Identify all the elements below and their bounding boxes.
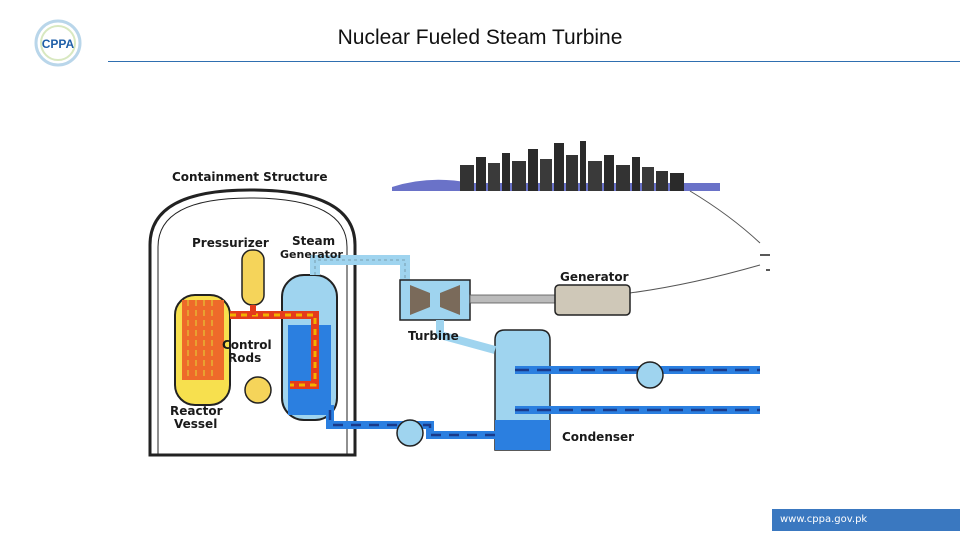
cooling-pump	[636, 361, 664, 389]
label-steam-generator: Generator	[280, 248, 343, 261]
turbine	[399, 279, 471, 321]
label-pressurizer: Pressurizer	[192, 236, 269, 250]
cppa-logo: CPPA	[34, 19, 82, 67]
primary-coolant-loop	[230, 305, 319, 389]
label-generator: Generator	[560, 270, 629, 284]
feedwater-line	[326, 405, 495, 439]
label-control: Control	[222, 338, 272, 352]
label-turbine: Turbine	[408, 329, 459, 343]
feedwater-pump	[396, 419, 424, 447]
steam-generator	[281, 274, 338, 421]
turbine-shaft	[469, 294, 556, 304]
header-divider	[108, 61, 960, 62]
label-reactor: Reactor	[170, 404, 223, 418]
label-steam: Steam	[292, 234, 335, 248]
label-condenser: Condenser	[562, 430, 634, 444]
nuclear-plant-diagram: Containment Structure Pressurizer Steam …	[148, 141, 770, 457]
page-title: Nuclear Fueled Steam Turbine	[337, 26, 623, 49]
reactor-vessel	[174, 294, 231, 406]
steam-line	[310, 255, 410, 280]
label-rods: Rods	[228, 351, 261, 365]
label-containment: Containment Structure	[172, 170, 327, 184]
footer-url[interactable]: www.cppa.gov.pk	[772, 509, 960, 531]
label-vessel: Vessel	[174, 417, 217, 431]
logo-text: CPPA	[42, 37, 75, 51]
condenser	[436, 320, 551, 451]
transmission-tower	[760, 254, 770, 271]
pressurizer	[241, 249, 265, 306]
city-skyline	[392, 141, 720, 191]
generator	[554, 284, 631, 316]
power-lines	[629, 190, 761, 294]
coolant-pump	[244, 376, 272, 404]
